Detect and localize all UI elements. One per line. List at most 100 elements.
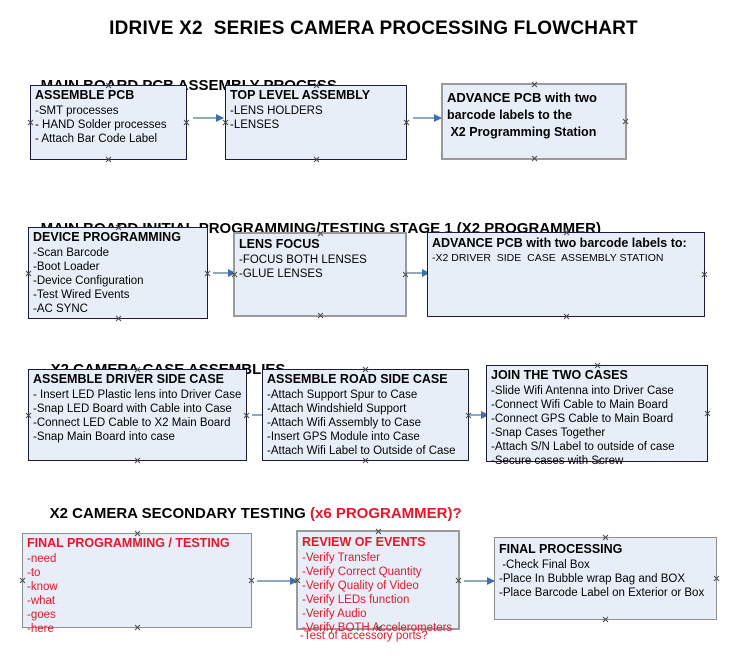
node-assemble-pcb[interactable]: ASSEMBLE PCB -SMT processes - HAND Solde…	[30, 85, 187, 160]
node-join-the-two-cases[interactable]: JOIN THE TWO CASES -Slide Wifi Antenna i…	[486, 365, 708, 467]
resize-handle-top[interactable]	[375, 528, 382, 535]
node-line: -LENS HOLDERS	[230, 105, 323, 117]
resize-handle-bottom[interactable]	[362, 457, 369, 464]
node-line: -Verify Audio	[302, 608, 367, 620]
node-title: ASSEMBLE PCB	[35, 88, 135, 102]
node-line: -Attach S/N Label to outside of case	[491, 441, 675, 453]
node-assemble-driver-side-case[interactable]: ASSEMBLE DRIVER SIDE CASE - Insert LED P…	[28, 369, 247, 461]
node-line: -here	[27, 623, 54, 635]
node-line: -Attach Support Spur to Case	[267, 389, 418, 401]
node-line: -Slide Wifi Antenna into Driver Case	[491, 385, 674, 397]
node-line: -Scan Barcode	[33, 247, 110, 259]
resize-handle-top[interactable]	[317, 230, 324, 237]
node-line: -need	[27, 553, 57, 565]
resize-handle-bottom[interactable]	[134, 457, 141, 464]
node-title: FINAL PROCESSING	[499, 542, 623, 556]
node-advance-pcb-driver-side[interactable]: ADVANCE PCB with two barcode labels to: …	[427, 232, 705, 317]
node-line: -Snap LED Board with Cable into Case	[33, 403, 232, 415]
connector-road-side-to-join-cases	[470, 411, 489, 419]
node-line: -Check Final Box	[499, 559, 590, 571]
resize-handle-left[interactable]	[27, 119, 34, 126]
node-line: -Snap Cases Together	[491, 427, 606, 439]
node-line: -Attach Wifi Label to Outside of Case	[267, 445, 456, 457]
node-title: ADVANCE PCB with two	[447, 90, 597, 105]
section-heading-text: X2 CAMERA SECONDARY TESTING	[49, 505, 310, 522]
resize-handle-bottom[interactable]	[115, 315, 122, 322]
resize-handle-top[interactable]	[531, 81, 538, 88]
node-line: -X2 DRIVER SIDE CASE ASSEMBLY STATION	[432, 252, 664, 264]
node-title: ASSEMBLE DRIVER SIDE CASE	[33, 372, 225, 386]
node-title: DEVICE PROGRAMMING	[33, 230, 181, 244]
node-line: -Verify Transfer	[302, 552, 380, 564]
node-title: JOIN THE TWO CASES	[491, 368, 628, 382]
node-title: ASSEMBLE ROAD SIDE CASE	[267, 372, 448, 386]
node-line: barcode labels to the	[447, 108, 573, 122]
node-line: -Connect GPS Cable to Main Board	[491, 413, 674, 425]
node-title: LENS FOCUS	[239, 237, 320, 251]
section-heading-accent: (x6 PROGRAMMER)?	[309, 505, 462, 522]
node-lens-focus[interactable]: LENS FOCUS -FOCUS BOTH LENSES -GLUE LENS…	[233, 232, 407, 317]
node-line: -Place Barcode Label on Exterior or Box	[499, 587, 705, 599]
resize-handle-left[interactable]	[231, 271, 238, 278]
node-line: -goes	[27, 609, 56, 621]
node-line: -Boot Loader	[33, 261, 100, 273]
resize-handle-top[interactable]	[602, 534, 609, 541]
resize-handle-bottom[interactable]	[563, 313, 570, 320]
node-line: -Snap Main Board into case	[33, 431, 175, 443]
node-review-of-events[interactable]: REVIEW OF EVENTS -Verify Transfer -Verif…	[294, 528, 460, 634]
node-title: REVIEW OF EVENTS	[302, 535, 426, 549]
node-line: - Insert LED Plastic lens into Driver Ca…	[33, 389, 242, 401]
node-top-level-assembly[interactable]: TOP LEVEL ASSEMBLY -LENS HOLDERS -LENSES	[225, 85, 407, 160]
connector-device-programming-to-lens-focus	[213, 269, 236, 277]
node-device-programming[interactable]: DEVICE PROGRAMMING -Scan Barcode -Boot L…	[28, 227, 208, 319]
resize-handle-left[interactable]	[19, 577, 26, 584]
node-line: -what	[27, 595, 56, 607]
resize-handle-bottom[interactable]	[531, 155, 538, 162]
node-line: -Attach Wifi Assembly to Case	[267, 417, 422, 429]
resize-handle-left[interactable]	[25, 412, 32, 419]
resize-handle-right[interactable]	[701, 271, 708, 278]
node-title: FINAL PROGRAMMING / TESTING	[27, 536, 230, 550]
connector-final-programming-to-review-of-events	[257, 577, 298, 585]
node-line: -Verify Quality of Video	[302, 580, 419, 592]
node-line: -Connect Wifi Cable to Main Board	[491, 399, 669, 411]
connector-lens-focus-to-advance-pcb-driver-side	[407, 269, 430, 277]
page-title: IDRIVE X2 SERIES CAMERA PROCESSING FLOWC…	[109, 18, 638, 39]
node-assemble-road-side-case[interactable]: ASSEMBLE ROAD SIDE CASE -Attach Support …	[262, 369, 469, 461]
node-line: -Secure cases with Screw	[491, 455, 624, 467]
connector-review-of-events-to-final-processing	[464, 577, 495, 585]
node-line: -Connect LED Cable to X2 Main Board	[33, 417, 231, 429]
node-line: -to	[27, 567, 41, 579]
node-line: -Verify Correct Quantity	[302, 566, 422, 578]
node-line: X2 Programming Station	[447, 125, 597, 139]
node-advance-pcb-programming-station[interactable]: ADVANCE PCB with two barcode labels to t…	[441, 83, 627, 160]
connector-assemble-pcb-to-top-level-assembly	[193, 114, 224, 122]
node-line: -Verify LEDs function	[302, 594, 410, 606]
node-line: -Place In Bubble wrap Bag and BOX	[499, 573, 686, 585]
node-line: -Test Wired Events	[33, 289, 130, 301]
resize-handle-left[interactable]	[294, 577, 301, 584]
resize-handle-bottom[interactable]	[105, 156, 112, 163]
node-title: TOP LEVEL ASSEMBLY	[230, 88, 371, 102]
section-heading-x2-camera-secondary-testing: X2 CAMERA SECONDARY TESTING (x6 PROGRAMM…	[33, 488, 462, 539]
node-line: - Attach Bar Code Label	[35, 133, 158, 145]
node-line: -Insert GPS Module into Case	[267, 431, 420, 443]
resize-handle-left[interactable]	[25, 270, 32, 277]
resize-handle-bottom[interactable]	[317, 312, 324, 319]
resize-handle-bottom[interactable]	[602, 616, 609, 623]
node-final-programming-testing[interactable]: FINAL PROGRAMMING / TESTING -need -to -k…	[19, 533, 252, 635]
connector-top-level-assembly-to-advance-pcb	[413, 114, 442, 122]
node-title: ADVANCE PCB with two barcode labels to:	[432, 236, 687, 250]
node-line-overflow: -Test of accessory ports?	[300, 630, 428, 642]
node-line: -FOCUS BOTH LENSES	[239, 254, 367, 266]
node-final-processing[interactable]: FINAL PROCESSING -Check Final Box -Place…	[494, 537, 717, 620]
node-line: -Attach Windshield Support	[267, 403, 407, 415]
node-line: -Device Configuration	[33, 275, 144, 287]
node-line: -AC SYNC	[33, 303, 88, 315]
node-line: - HAND Solder processes	[35, 119, 167, 131]
node-line: -know	[27, 581, 58, 593]
resize-handle-bottom[interactable]	[313, 156, 320, 163]
node-line: -SMT processes	[35, 105, 119, 117]
node-line: -LENSES	[230, 119, 280, 131]
